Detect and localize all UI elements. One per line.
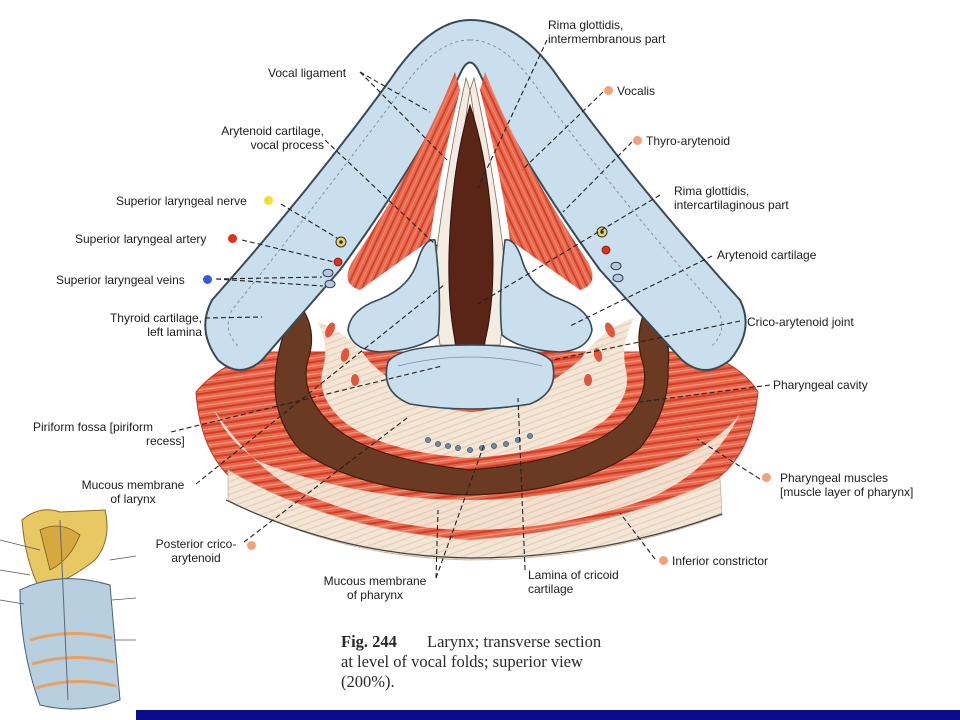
caption-line-1: Larynx; transverse section — [427, 632, 602, 651]
label-pharyngeal-cavity: Pharyngeal cavity — [773, 378, 868, 392]
label-superior-laryngeal-artery: Superior laryngeal artery — [75, 232, 207, 246]
pharyngeal-mucosa-inner — [318, 318, 634, 458]
label-thyro-arytenoid: Thyro-arytenoid — [646, 134, 731, 148]
pharyngeal-wall-layer — [214, 410, 740, 530]
nerve-dot — [264, 196, 273, 205]
cricoid-lamina — [385, 344, 555, 410]
artery-dot — [228, 234, 237, 243]
label-rima-glottidis-intercartilaginous: Rima glottidis, intercartilaginous part — [674, 184, 789, 212]
label-rima-glottidis-intermembranous: Rima glottidis, intermembranous part — [548, 18, 666, 46]
label-lamina-of-cricoid: Lamina of cricoid cartilage — [528, 568, 619, 596]
label-superior-laryngeal-nerve: Superior laryngeal nerve — [116, 194, 247, 208]
posterior-crico-arytenoid-dot — [247, 541, 256, 550]
pharyngeal-muscles-dot — [762, 473, 771, 482]
mucous-membrane-of-pharynx-layer — [227, 469, 723, 561]
thyro-arytenoid-muscle-right — [480, 72, 593, 290]
label-arytenoid-vocal-process: Arytenoid cartilage, vocal process — [221, 124, 324, 152]
label-vocal-ligament: Vocal ligament — [268, 66, 347, 80]
label-vocalis: Vocalis — [617, 84, 656, 98]
inferior-constrictor-dot — [659, 556, 668, 565]
bottom-bar — [136, 710, 960, 720]
label-piriform-fossa: Piriform fossa [piriform recess] — [33, 420, 185, 448]
vocalis-muscle-dot — [604, 86, 613, 95]
label-pharyngeal-muscles: Pharyngeal muscles [muscle layer of phar… — [780, 471, 914, 499]
label-thyroid-cartilage: Thyroid cartilage, left lamina — [109, 311, 202, 339]
larynx-thumbnail-icon — [0, 500, 137, 720]
label-mucous-membrane-of-larynx: Mucous membrane of larynx — [81, 478, 185, 506]
muscle-islets — [325, 322, 615, 386]
caption-line-2: at level of vocal folds; superior view — [341, 652, 583, 671]
caption-line-3: (200%). — [341, 672, 395, 691]
venous-plexus-beads — [425, 433, 533, 453]
right-neurovascular-bundle — [596, 226, 624, 283]
thyroid-cartilage-shape — [204, 18, 747, 371]
thyro-arytenoid-muscle-left — [347, 72, 460, 290]
label-arytenoid-cartilage: Arytenoid cartilage — [717, 248, 817, 262]
arytenoid-cartilage-left — [347, 239, 441, 353]
label-inferior-constrictor: Inferior constrictor — [672, 554, 769, 568]
label-mucous-membrane-of-pharynx: Mucous membrane of pharynx — [323, 574, 427, 602]
label-superior-laryngeal-veins: Superior laryngeal veins — [56, 273, 185, 287]
leader-lines — [170, 39, 771, 579]
arytenoid-cartilage-right — [499, 239, 593, 353]
label-posterior-crico-arytenoid: Posterior crico- arytenoid — [155, 537, 237, 565]
thyro-arytenoid-muscle-dot — [633, 136, 642, 145]
vein-dot — [203, 275, 212, 284]
label-crico-arytenoid-joint: Crico-arytenoid joint — [747, 315, 854, 329]
figure-caption: Fig. 244 Larynx; transverse section at le… — [341, 632, 601, 692]
figure-number: Fig. 244 — [341, 632, 397, 651]
left-neurovascular-bundle — [322, 236, 347, 289]
